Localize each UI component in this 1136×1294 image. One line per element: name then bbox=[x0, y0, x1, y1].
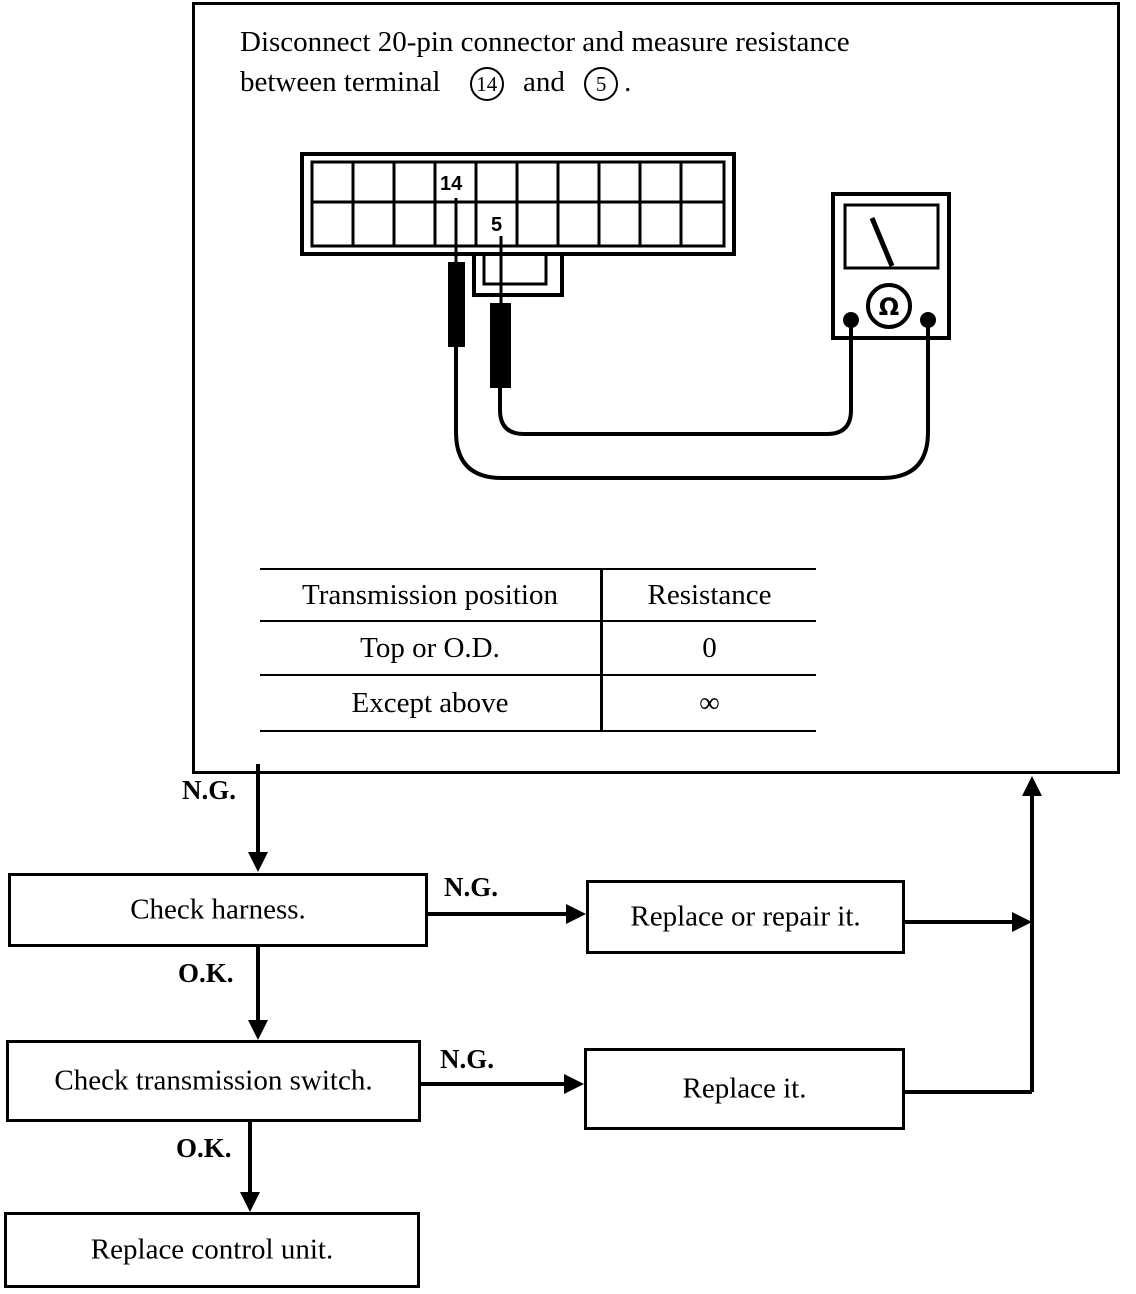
main-step-instruction: Disconnect 20-pin connector and measure … bbox=[240, 24, 850, 102]
arrowhead-harness-to-switch bbox=[248, 1020, 268, 1040]
ohmmeter-body bbox=[831, 192, 951, 340]
replace-it-text: Replace it. bbox=[682, 1072, 807, 1105]
ng-label-harness: N.G. bbox=[444, 872, 498, 902]
instruction-conjunction: and bbox=[523, 66, 565, 98]
table-row: Top or O.D. 0 bbox=[260, 620, 816, 676]
connector-cell-dividers bbox=[351, 162, 683, 246]
row-resistance: 0 bbox=[601, 620, 816, 676]
row-position: Top or O.D. bbox=[260, 620, 603, 676]
header-resistance: Resistance bbox=[601, 568, 816, 622]
ohmmeter-terminal-left bbox=[843, 312, 859, 328]
arrowhead-main-to-harness bbox=[248, 852, 268, 872]
test-leads bbox=[454, 322, 930, 480]
arrowhead-switch-to-replace bbox=[564, 1074, 584, 1094]
arrowhead-repair-to-return bbox=[1012, 912, 1032, 932]
connector-latch-inner bbox=[482, 252, 548, 286]
resistance-table: Transmission position Resistance Top or … bbox=[260, 568, 816, 732]
ok-label-harness: O.K. bbox=[178, 958, 234, 988]
ok-label-switch: O.K. bbox=[176, 1133, 232, 1163]
terminal-a-badge: 14 bbox=[469, 67, 504, 102]
ohmmeter: Ω bbox=[831, 192, 951, 340]
arrowhead-harness-to-repair bbox=[566, 904, 586, 924]
flow-connectors bbox=[240, 764, 1042, 1212]
ohmmeter-terminal-right bbox=[920, 312, 936, 328]
instruction-line-2: between terminal bbox=[240, 66, 441, 98]
row-position: Except above bbox=[260, 674, 603, 732]
check-switch-box: Check transmission switch. bbox=[6, 1040, 421, 1122]
pin-label-5: 5 bbox=[491, 214, 502, 236]
replace-control-text: Replace control unit. bbox=[90, 1233, 334, 1266]
check-harness-box: Check harness. bbox=[8, 873, 428, 947]
arrowhead-return-to-main bbox=[1022, 776, 1042, 796]
lead-b bbox=[498, 322, 853, 436]
probe-a-handle bbox=[448, 262, 465, 347]
terminal-b-badge: 5 bbox=[584, 67, 619, 102]
connector-illustration bbox=[300, 152, 736, 297]
lead-a bbox=[454, 322, 930, 480]
ng-label-main: N.G. bbox=[182, 775, 236, 805]
arrowhead-switch-to-control bbox=[240, 1192, 260, 1212]
ohmmeter-needle bbox=[869, 217, 895, 267]
ng-label-switch: N.G. bbox=[440, 1044, 494, 1074]
connector-latch bbox=[472, 254, 564, 297]
row-resistance: ∞ bbox=[601, 674, 816, 732]
instruction-line-1: Disconnect 20-pin connector and measure … bbox=[240, 26, 850, 58]
test-probes bbox=[448, 198, 511, 388]
pin-label-14: 14 bbox=[440, 173, 463, 195]
probe-b-handle bbox=[490, 303, 511, 388]
check-switch-text: Check transmission switch. bbox=[54, 1064, 373, 1097]
ohmmeter-dial bbox=[843, 203, 940, 270]
table-row: Except above ∞ bbox=[260, 674, 816, 732]
replace-it-box: Replace it. bbox=[584, 1048, 905, 1130]
replace-control-box: Replace control unit. bbox=[4, 1212, 420, 1288]
instruction-period: . bbox=[624, 66, 632, 98]
header-transmission-position: Transmission position bbox=[260, 568, 603, 622]
replace-repair-text: Replace or repair it. bbox=[630, 900, 861, 933]
replace-repair-box: Replace or repair it. bbox=[586, 880, 905, 954]
ohmmeter-symbol-ring bbox=[866, 283, 912, 329]
check-harness-text: Check harness. bbox=[130, 893, 306, 926]
ohmmeter-symbol: Ω bbox=[879, 293, 899, 321]
table-header-row: Transmission position Resistance bbox=[260, 568, 816, 622]
